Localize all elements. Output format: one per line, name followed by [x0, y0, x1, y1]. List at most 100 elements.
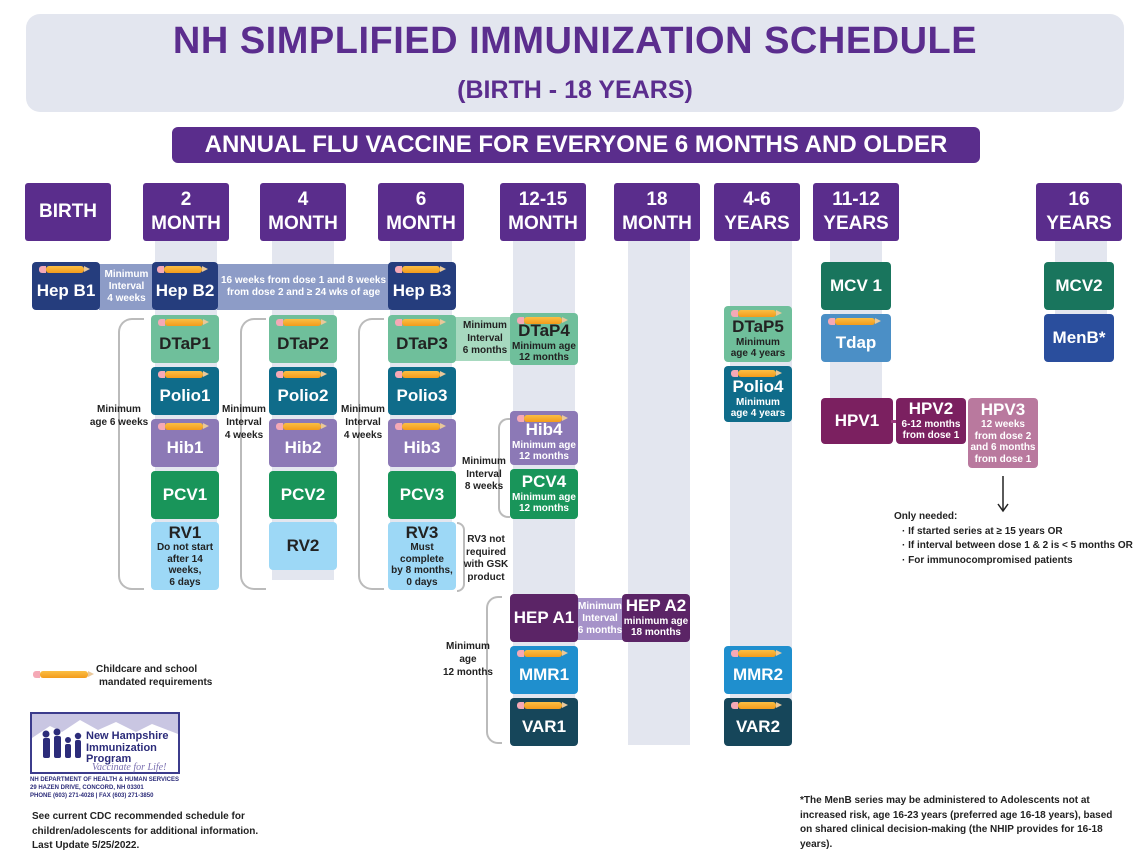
contact-info: NH DEPARTMENT OF HEALTH & HUMAN SERVICES…	[30, 776, 179, 800]
vaccine-sub: from dose 2	[974, 430, 1032, 442]
vaccine-sub: from dose 1	[902, 430, 960, 442]
note-text: 12 months	[442, 667, 493, 678]
vaccine-pcv2: PCV2	[269, 471, 337, 519]
vaccine-label: VAR1	[521, 716, 567, 736]
vaccine-label: Hib3	[403, 437, 441, 457]
note-text: required	[465, 546, 506, 558]
vaccine-sub: Minimum	[736, 396, 780, 408]
note-text: Minimum	[222, 404, 266, 415]
footer-left: See current CDC recommended schedule for…	[32, 810, 292, 854]
interval-text: 4 weeks	[107, 293, 146, 304]
page-subtitle: (BIRTH - 18 YEARS)	[457, 76, 693, 104]
note-text: Interval	[466, 468, 502, 480]
brace-hib-pcv	[498, 418, 510, 518]
vaccine-dtap2: DTaP2	[269, 315, 337, 363]
pencil-icon	[39, 266, 90, 273]
pencil-icon	[731, 370, 782, 377]
note-text: Minimum	[462, 456, 506, 467]
contact-line: 29 HAZEN DRIVE, CONCORD, NH 03301	[30, 785, 144, 792]
interval-text: 16 weeks from dose 1 and 8 weeks	[220, 275, 387, 286]
vaccine-label: DTaP1	[159, 333, 211, 353]
vaccine-dtap3: DTaP3	[388, 315, 456, 363]
vaccine-label: Hep B1	[36, 280, 96, 300]
vaccine-sub: Minimum age	[512, 439, 576, 451]
age-unit: MONTH	[622, 213, 692, 234]
vaccine-var2: VAR2	[724, 698, 792, 746]
age-label: 4	[297, 189, 309, 211]
age-unit: YEARS	[1046, 213, 1112, 234]
vaccine-mmr2: MMR2	[724, 646, 792, 694]
age-label: 4-6	[743, 189, 771, 211]
vaccine-label: Hep B2	[155, 280, 215, 300]
column-18-month	[628, 240, 690, 745]
pencil-icon	[517, 650, 568, 657]
vaccine-sub: 6 days	[169, 576, 201, 588]
note-text: with GSK	[463, 559, 509, 570]
vaccine-hepa1: HEP A1	[510, 594, 578, 642]
age-label: 2	[180, 189, 192, 211]
pencil-icon	[731, 650, 782, 657]
vaccine-label: HEP A1	[513, 607, 575, 627]
vaccine-hepb2: Hep B2	[152, 262, 218, 310]
pencil-icon	[276, 423, 327, 430]
note-text: Minimum	[97, 404, 141, 415]
vaccine-hib1: Hib1	[151, 419, 219, 467]
brace-6-month	[358, 318, 384, 590]
note-text: 4 weeks	[343, 430, 383, 441]
note-text: 4 weeks	[224, 430, 264, 441]
footer-text: Last Update 5/25/2022.	[32, 840, 140, 851]
vaccine-label: VAR2	[735, 716, 781, 736]
vaccine-sub: 12 months	[518, 451, 569, 463]
vaccine-hib2: Hib2	[269, 419, 337, 467]
brace-4-month	[240, 318, 266, 590]
interval-text: Minimum	[104, 269, 149, 280]
age-label: 11-12	[832, 189, 880, 211]
note-text: · If started series at ≥ 15 years OR	[902, 525, 1063, 537]
vaccine-var1: VAR1	[510, 698, 578, 746]
footer-text: See current CDC recommended schedule for	[32, 811, 245, 822]
vaccine-pcv1: PCV1	[151, 471, 219, 519]
contact-line: NH DEPARTMENT OF HEALTH & HUMAN SERVICES	[30, 777, 180, 783]
vaccine-sub: Minimum age	[512, 491, 576, 503]
pencil-icon	[517, 317, 568, 324]
vaccine-label: Polio3	[396, 385, 448, 405]
note-text: mandated requirements	[99, 677, 213, 688]
pencil-icon	[395, 319, 446, 326]
vaccine-label: Polio4	[732, 377, 784, 397]
vaccine-sub: by 8 months,	[391, 565, 453, 577]
footer-right: *The MenB series may be administered to …	[800, 795, 1113, 850]
vaccine-sub: Minimum age	[512, 340, 576, 352]
vaccine-label: RV2	[286, 535, 320, 555]
vaccine-label: Hep B3	[392, 280, 452, 300]
vaccine-tdap: Tdap	[821, 314, 891, 362]
vaccine-label: MMR1	[518, 664, 570, 684]
note-text: Interval	[226, 417, 262, 428]
vaccine-hib3: Hib3	[388, 419, 456, 467]
vaccine-label: PCV3	[399, 484, 445, 504]
vaccine-dtap1: DTaP1	[151, 315, 219, 363]
family-mountain-icon	[32, 714, 178, 758]
note-text: product	[467, 571, 505, 583]
pencil-icon	[517, 702, 568, 709]
note-text: 6 months	[462, 345, 508, 356]
age-unit: MONTH	[268, 213, 338, 234]
